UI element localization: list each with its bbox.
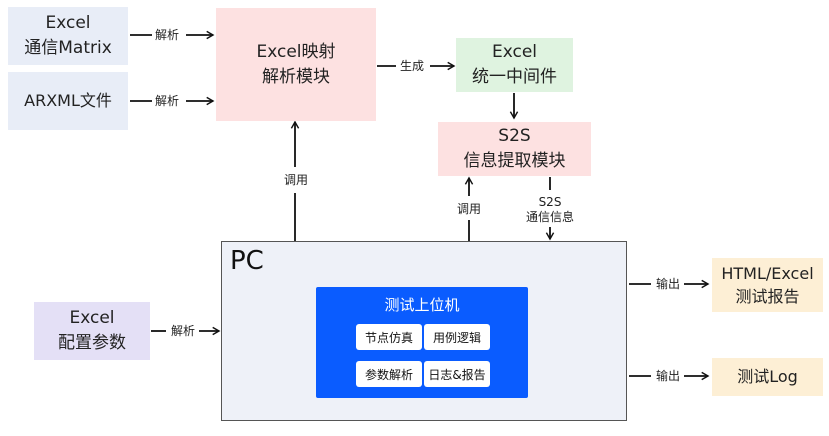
edge-label-generate: 生成 — [400, 59, 425, 73]
test-host-box: 测试上位机 节点仿真 用例逻辑 参数解析 日志&报告 — [316, 287, 528, 398]
edge-label-s2s-line1: S2S — [538, 195, 562, 209]
edge-label-matrix-parse: 解析 — [155, 28, 180, 42]
arxml-label: ARXML文件 — [24, 91, 112, 111]
test-log-box: 测试Log — [712, 358, 823, 396]
excel-config-line2: 配置参数 — [58, 333, 126, 353]
excel-matrix-line2: 通信Matrix — [24, 38, 112, 58]
edge-label-output-log: 输出 — [656, 369, 681, 383]
excel-intermediate-line2: 统一中间件 — [472, 67, 557, 87]
s2s-extract-line2: 信息提取模块 — [463, 151, 566, 171]
s2s-extract-module-box: S2S 信息提取模块 — [438, 122, 591, 176]
arxml-box: ARXML文件 — [8, 72, 128, 130]
excel-config-line1: Excel — [69, 308, 115, 329]
excel-matrix-box: Excel 通信Matrix — [8, 7, 128, 65]
excel-mapping-module-box: Excel映射 解析模块 — [216, 8, 376, 121]
test-host-title: 测试上位机 — [384, 296, 460, 314]
excel-config-box: Excel 配置参数 — [34, 302, 150, 360]
test-log-label: 测试Log — [737, 367, 798, 387]
html-report-line2: 测试报告 — [735, 287, 800, 306]
edge-label-output-report: 输出 — [656, 277, 681, 291]
edge-label-arxml-parse: 解析 — [155, 94, 180, 108]
html-report-line1: HTML/Excel — [721, 263, 814, 283]
excel-matrix-line1: Excel — [45, 13, 91, 34]
s2s-extract-line1: S2S — [498, 126, 531, 147]
pc-container: PC 测试上位机 节点仿真 用例逻辑 参数解析 日志&报告 — [221, 241, 627, 421]
edge-label-s2s-line2: 通信信息 — [526, 210, 575, 224]
module-param-parsing: 参数解析 — [356, 361, 422, 387]
module-case-logic: 用例逻辑 — [424, 324, 490, 350]
excel-intermediate-line1: Excel — [491, 42, 538, 63]
module-log-report: 日志&报告 — [424, 361, 490, 387]
pc-title: PC — [230, 246, 264, 276]
edge-label-call-right: 调用 — [457, 202, 482, 216]
html-report-box: HTML/Excel 测试报告 — [712, 258, 823, 312]
module-node-simulation: 节点仿真 — [356, 324, 422, 350]
edge-label-config-parse: 解析 — [171, 324, 196, 338]
excel-mapping-line2: 解析模块 — [262, 66, 330, 87]
excel-mapping-line1: Excel映射 — [256, 41, 336, 62]
excel-intermediate-box: Excel 统一中间件 — [456, 38, 573, 92]
edge-label-call-left: 调用 — [284, 173, 309, 187]
